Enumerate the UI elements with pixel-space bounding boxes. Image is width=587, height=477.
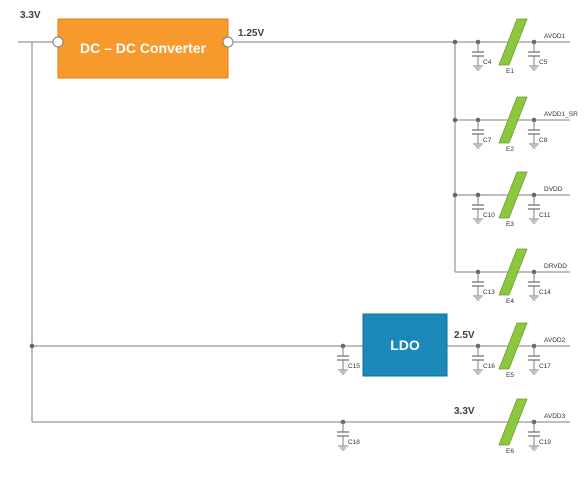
capacitor-c8: C8 (528, 117, 548, 149)
ferrite-bead-e3-label: E3 (506, 221, 514, 228)
ferrite-bead-e2-label: E2 (506, 146, 514, 153)
capacitor-c4: C4 (472, 39, 492, 71)
ferrite-bead-e3: E3 (498, 171, 528, 228)
dcdc-output-pin (222, 36, 234, 48)
capacitor-c13: C13 (472, 269, 495, 301)
capacitor-c14: C14 (528, 269, 551, 301)
capacitor-c11: C11 (528, 192, 551, 224)
capacitor-c16: C16 (472, 343, 495, 375)
rail-name-label: DVDD (544, 186, 563, 193)
capacitor-c19: C19 (528, 419, 551, 451)
ferrite-bead-e6: E6 (498, 398, 528, 455)
ferrite-bead-e4-label: E4 (506, 298, 514, 305)
capacitor-c7-label: C7 (483, 137, 492, 144)
capacitor-c17-label: C17 (539, 363, 551, 370)
capacitor-c11-label: C11 (539, 212, 551, 219)
capacitor-c7: C7 (472, 117, 492, 149)
ferrite-bead-e1-label: E1 (506, 68, 514, 75)
capacitor-c18-label: C18 (348, 439, 360, 446)
capacitor-c13-label: C13 (483, 289, 495, 296)
capacitor-c15-label: C15 (348, 363, 360, 370)
input-voltage-label: 3.3V (20, 10, 41, 21)
direct-rail-voltage-label: 3.3V (454, 406, 475, 417)
capacitor-c5-label: C5 (539, 59, 548, 66)
ldo-block (362, 313, 448, 377)
rail-name-label: DRVDD (544, 263, 567, 270)
bypass-capacitor: C18 (337, 419, 360, 451)
capacitor-c17: C17 (528, 343, 551, 375)
rail-name-label: AVDD1 (544, 33, 566, 40)
capacitor-c14-label: C14 (539, 289, 551, 296)
dcdc-label: DC – DC Converter (80, 40, 207, 56)
ferrite-bead-e5: E5 (498, 322, 528, 379)
ldo-output-voltage-label: 2.5V (454, 330, 475, 341)
ferrite-bead-e4: E4 (498, 248, 528, 305)
rail-name-label: AVDD3 (544, 413, 566, 420)
ferrite-bead-e6-label: E6 (506, 448, 514, 455)
ldo-input-capacitor: C15 (337, 343, 360, 375)
capacitor-c8-label: C8 (539, 137, 548, 144)
capacitor-c4-label: C4 (483, 59, 492, 66)
dcdc-output-voltage-label: 1.25V (238, 28, 264, 39)
capacitor-c10-label: C10 (483, 212, 495, 219)
ferrite-bead-e5-label: E5 (506, 372, 514, 379)
rail-avdd3: E6 C19 AVDD3 (498, 398, 566, 455)
dcdc-input-pin (52, 36, 64, 48)
ferrite-bead-e1: E1 (498, 18, 528, 75)
rail-name-label: AVDD1_SR (544, 111, 578, 118)
capacitor-c18: C18 (337, 419, 360, 451)
rail-name-label: AVDD2 (544, 337, 566, 344)
capacitor-c10: C10 (472, 192, 495, 224)
dcdc-converter: DC – DC Converter (52, 18, 234, 79)
ferrite-bead-e2: E2 (498, 96, 528, 153)
junctions (29, 39, 458, 349)
capacitor-c19-label: C19 (539, 439, 551, 446)
ldo-label: LDO (390, 337, 420, 353)
capacitor-c16-label: C16 (483, 363, 495, 370)
capacitor-c15: C15 (337, 343, 360, 375)
capacitor-c5: C5 (528, 39, 548, 71)
